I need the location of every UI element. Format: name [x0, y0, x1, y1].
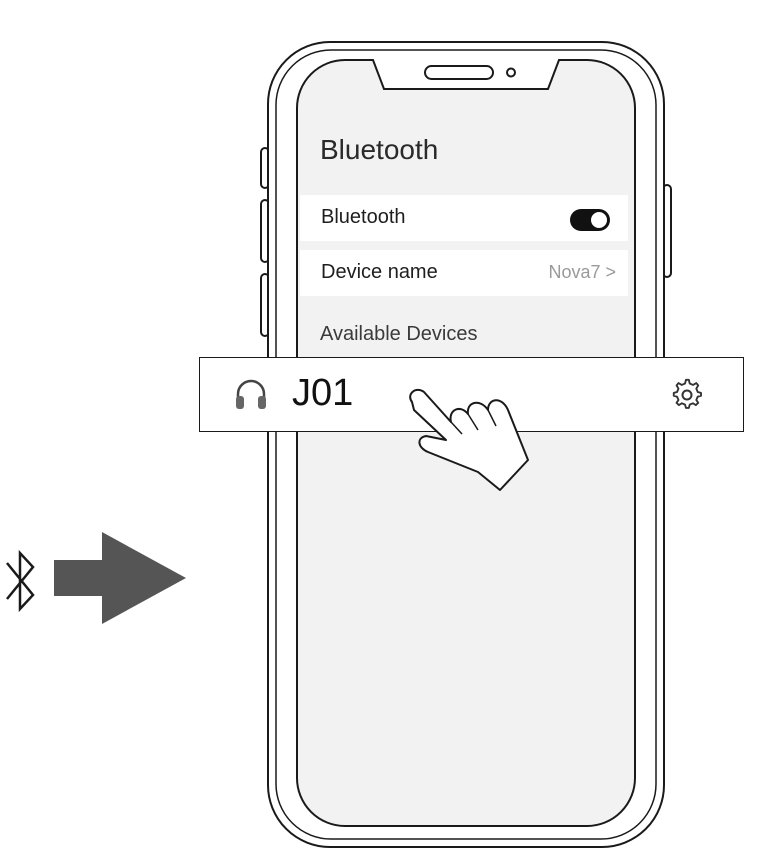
phone-speaker	[424, 65, 494, 80]
device-name: J01	[292, 372, 354, 414]
device-name-row[interactable]: Device name Nova7 >	[300, 250, 628, 296]
bluetooth-icon	[6, 549, 35, 613]
phone-screen	[296, 59, 636, 827]
available-devices-label: Available Devices	[320, 323, 478, 345]
device-name-label: Device name	[321, 261, 438, 283]
screen-title: Bluetooth	[320, 134, 439, 165]
device-name-value: Nova7 >	[548, 262, 616, 282]
bluetooth-setting-row[interactable]: Bluetooth	[300, 195, 628, 241]
gear-icon[interactable]	[670, 378, 704, 412]
bluetooth-label: Bluetooth	[321, 206, 406, 228]
bluetooth-toggle[interactable]	[570, 209, 610, 231]
right-arrow-icon	[54, 532, 186, 624]
phone-camera	[506, 67, 516, 78]
available-device-row[interactable]: J01	[199, 357, 744, 432]
headphones-icon	[236, 379, 266, 409]
